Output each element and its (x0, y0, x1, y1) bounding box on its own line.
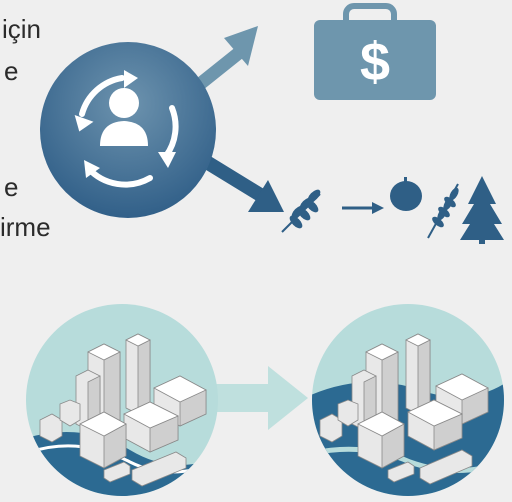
city-circle-icon (312, 304, 504, 496)
arrow-to-crops-icon (196, 152, 284, 212)
fruit-icon (390, 177, 422, 211)
svg-text:$: $ (360, 32, 390, 92)
text-fragment-4: irme (0, 212, 51, 242)
wheat-icon (281, 189, 321, 233)
money-bag-icon: $ (314, 3, 436, 100)
text-fragment-3: e (4, 172, 19, 202)
city-circle-icon (26, 304, 218, 496)
text-fragment-1: için (2, 14, 42, 44)
pine-tree-icon (460, 176, 504, 244)
small-arrow-icon (342, 202, 384, 214)
text-fragment-2: e (4, 56, 19, 86)
recycle-person-icon (40, 42, 216, 218)
wheat-icon (427, 183, 459, 239)
